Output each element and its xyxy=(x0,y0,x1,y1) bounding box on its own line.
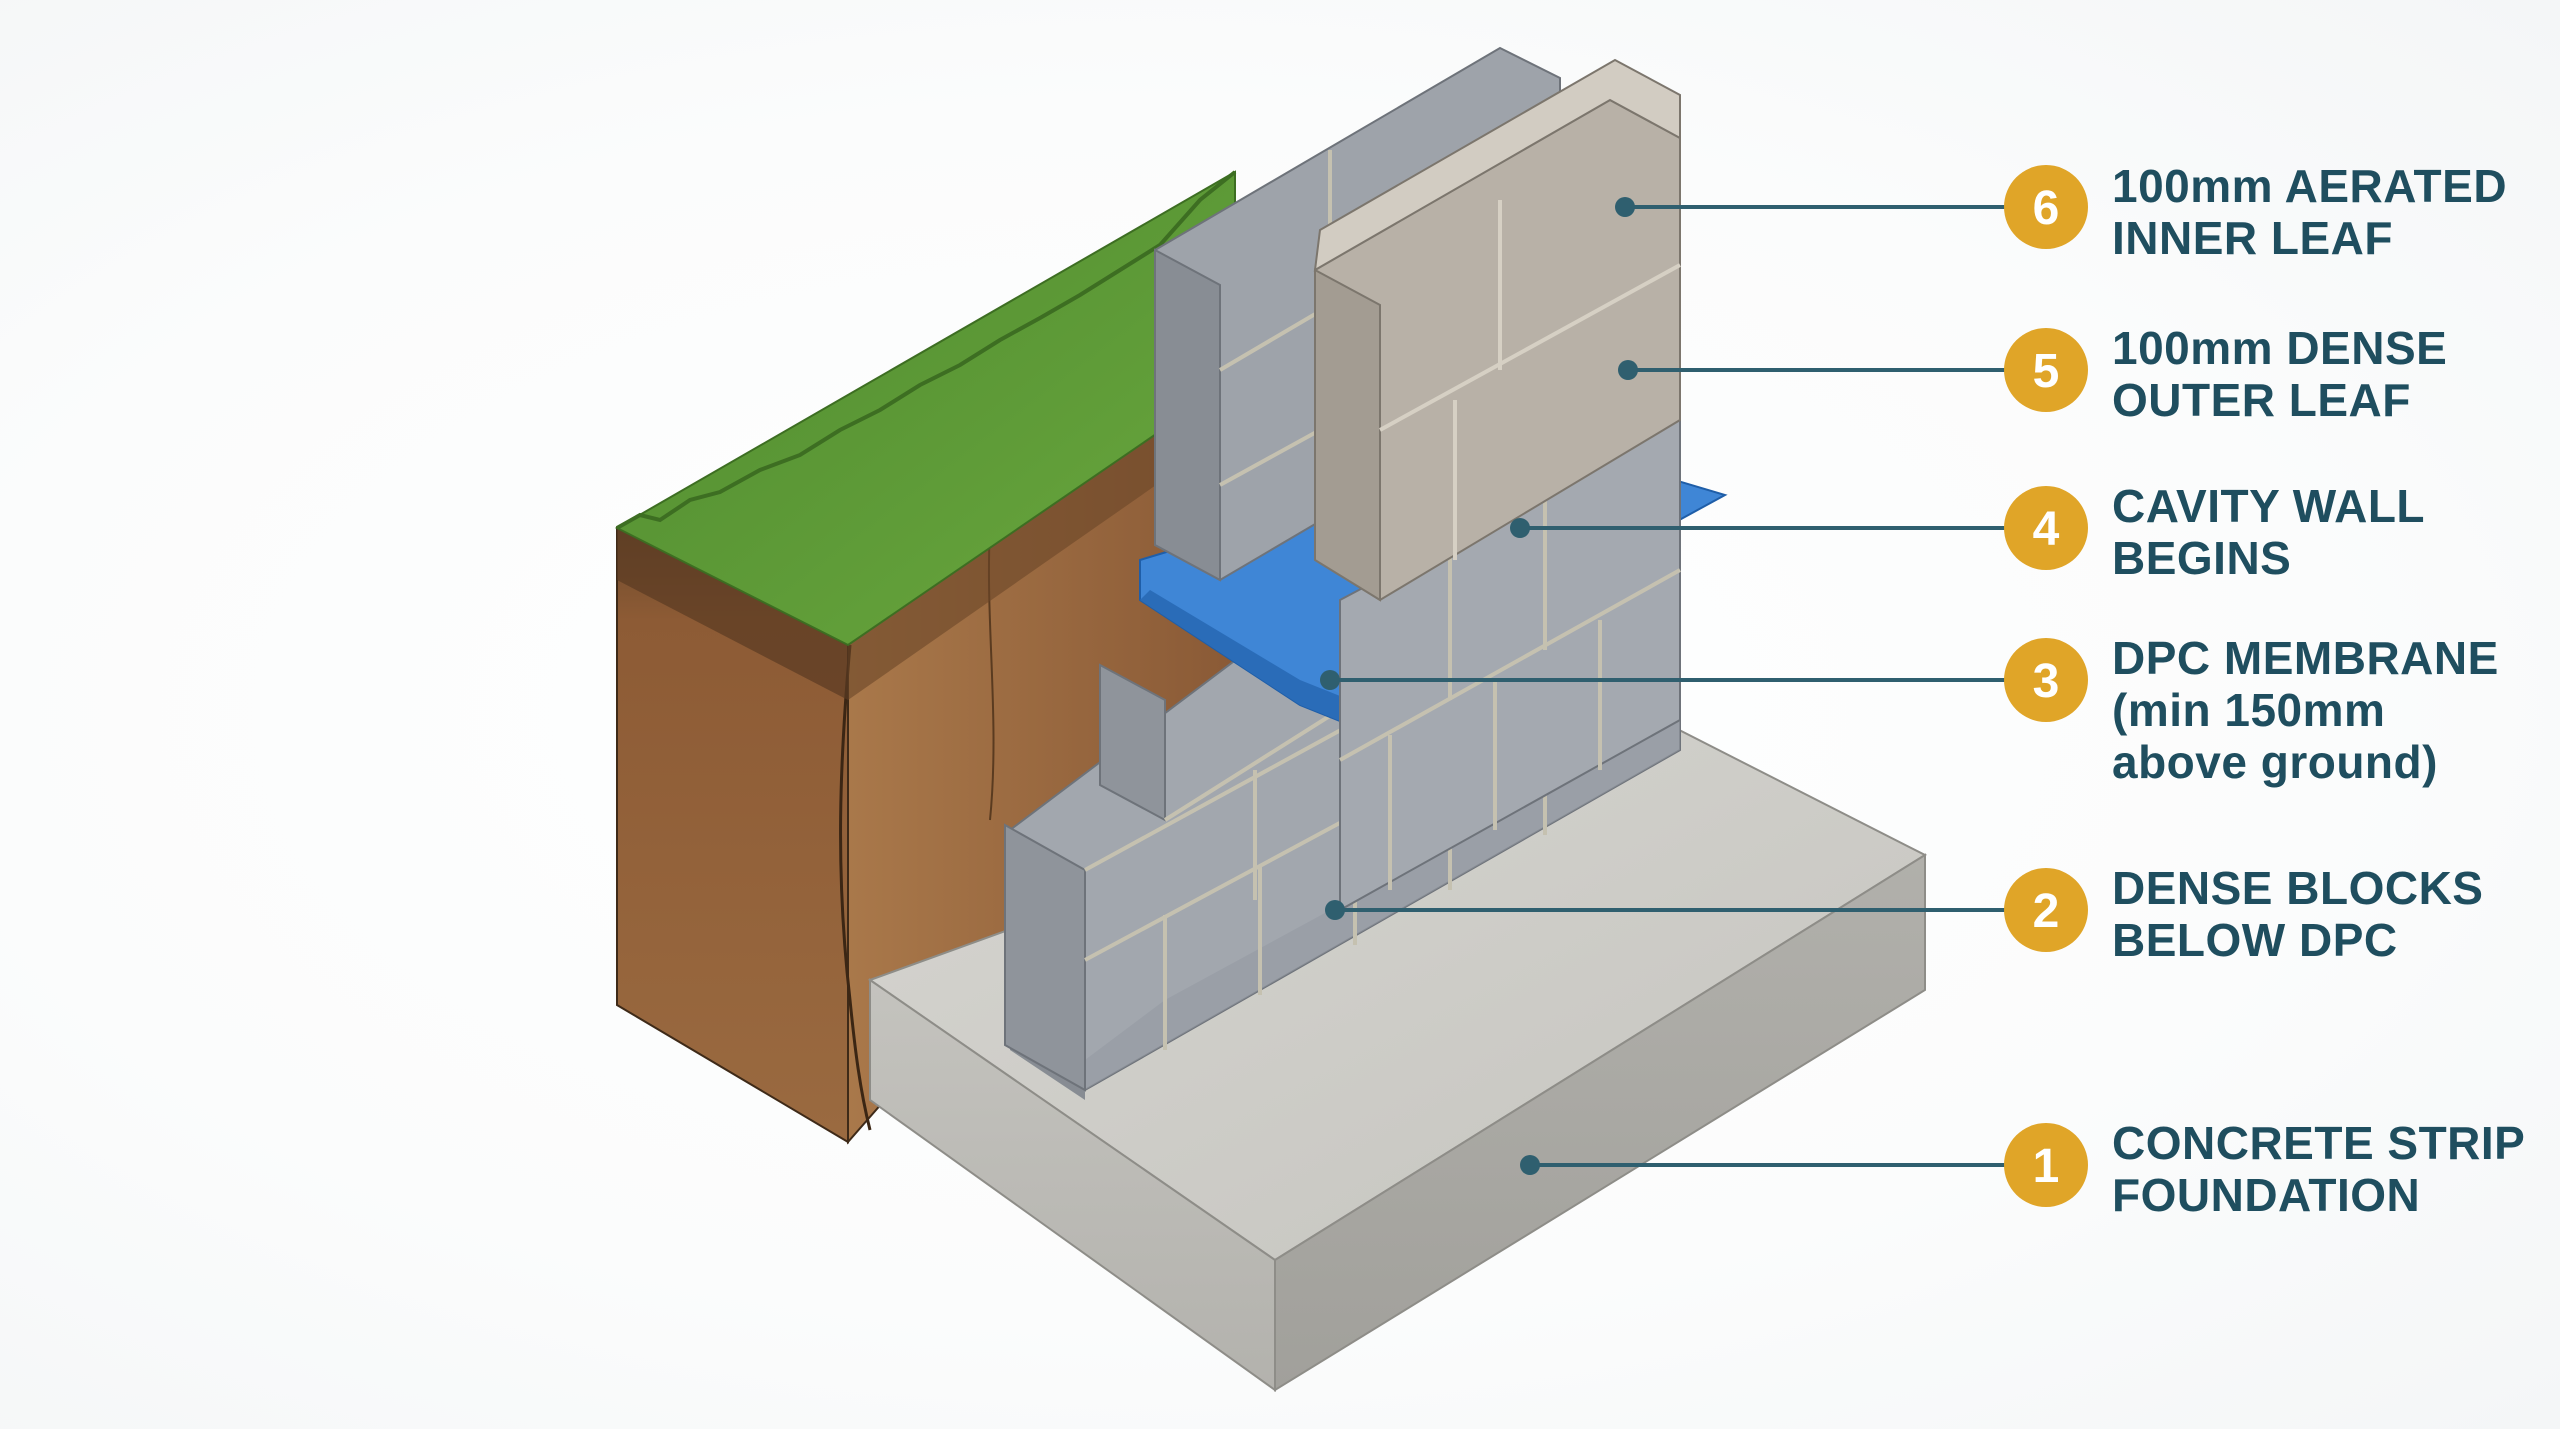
label-line: CAVITY WALL xyxy=(2112,480,2426,532)
label-line: DENSE BLOCKS xyxy=(2112,862,2484,914)
label-line: BEGINS xyxy=(2112,532,2292,584)
badge-number: 3 xyxy=(2033,655,2060,708)
label-line: above ground) xyxy=(2112,736,2438,788)
badge-1 xyxy=(2004,1123,2088,1207)
leader-dot xyxy=(1325,900,1345,920)
concrete-foundation xyxy=(867,703,1928,1392)
label-line: CONCRETE STRIP xyxy=(2112,1117,2526,1169)
badge-number: 5 xyxy=(2033,345,2060,398)
label-line: INNER LEAF xyxy=(2112,212,2393,264)
badge-number: 2 xyxy=(2033,885,2060,938)
badge-number: 6 xyxy=(2033,182,2060,235)
label-line: 100mm DENSE xyxy=(2112,322,2448,374)
label-line: BELOW DPC xyxy=(2112,914,2398,966)
leader-dot xyxy=(1510,518,1530,538)
badge-6 xyxy=(2004,165,2088,249)
badge-2 xyxy=(2004,868,2088,952)
badge-number: 4 xyxy=(2033,503,2060,556)
aerated-inner-leaf xyxy=(1313,58,1681,602)
badge-3 xyxy=(2004,638,2088,722)
leader-dot xyxy=(1615,197,1635,217)
badge-4 xyxy=(2004,486,2088,570)
badge-5 xyxy=(2004,328,2088,412)
badge-number: 1 xyxy=(2033,1140,2060,1193)
label-line: (min 150mm xyxy=(2112,684,2386,736)
label-line: DPC MEMBRANE xyxy=(2112,632,2499,684)
outer-leaf-lower-course xyxy=(1339,418,1681,912)
label-line: OUTER LEAF xyxy=(2112,374,2411,426)
leader-dot xyxy=(1618,360,1638,380)
label-line: FOUNDATION xyxy=(2112,1169,2421,1221)
label-line: 100mm AERATED xyxy=(2112,160,2508,212)
leader-dot xyxy=(1320,670,1340,690)
leader-dot xyxy=(1520,1155,1540,1175)
callout-leaders: 6 5 4 3 2 1 xyxy=(1320,165,2088,1207)
